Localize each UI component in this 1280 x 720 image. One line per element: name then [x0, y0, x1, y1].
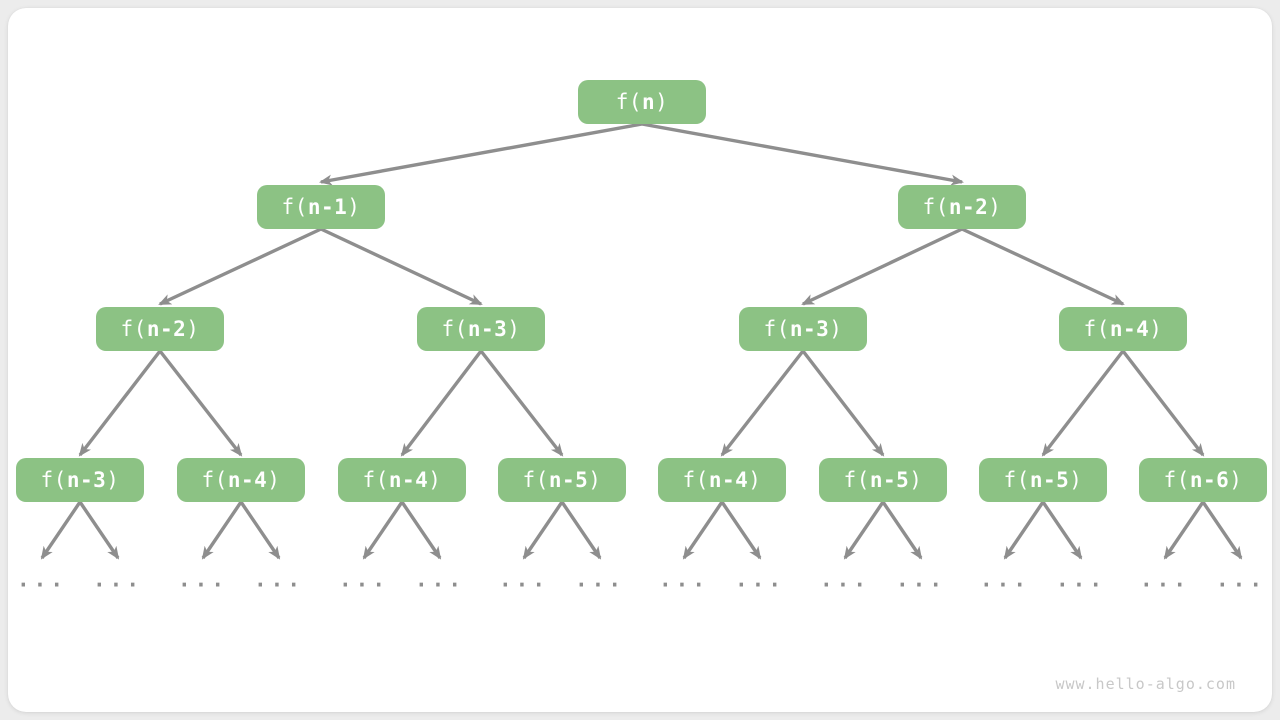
ellipsis-label: ...	[17, 567, 67, 592]
tree-node: f(n-5)	[498, 458, 626, 502]
tree-node-label-suffix: )	[588, 468, 602, 492]
tree-node-label-arg: n-3	[66, 468, 107, 492]
ellipsis-label: ...	[415, 567, 465, 592]
tree-node: f(n-2)	[898, 185, 1026, 229]
tree-node-label-arg: n-5	[869, 468, 910, 492]
tree-node-label-prefix: f(	[281, 195, 308, 219]
tree-node-label-arg: n-3	[789, 317, 830, 341]
ellipsis-label: ...	[896, 567, 946, 592]
tree-node: f(n-2)	[96, 307, 224, 351]
ellipsis-label: ...	[254, 567, 304, 592]
tree-node: f(n-4)	[1059, 307, 1187, 351]
tree-node-label-suffix: )	[655, 90, 669, 114]
tree-node-label-prefix: f(	[1003, 468, 1030, 492]
ellipsis-label: ...	[93, 567, 143, 592]
ellipsis-label: ...	[575, 567, 625, 592]
ellipsis-label: ...	[820, 567, 870, 592]
ellipsis-label: ...	[659, 567, 709, 592]
tree-node-label-suffix: )	[748, 468, 762, 492]
ellipsis-label: ...	[499, 567, 549, 592]
tree-node-label-prefix: f(	[441, 317, 468, 341]
tree-node-label-suffix: )	[988, 195, 1002, 219]
tree-node-label-arg: n-5	[1029, 468, 1070, 492]
tree-node-label-prefix: f(	[40, 468, 67, 492]
tree-node: f(n-4)	[658, 458, 786, 502]
ellipsis-label: ...	[178, 567, 228, 592]
tree-node-label-suffix: )	[1069, 468, 1083, 492]
tree-node-label-suffix: )	[1149, 317, 1163, 341]
tree-node-label-suffix: )	[829, 317, 843, 341]
ellipsis-label: ...	[1140, 567, 1190, 592]
tree-node: f(n-3)	[739, 307, 867, 351]
tree-node-label-arg: n-5	[548, 468, 589, 492]
tree-node: f(n-5)	[819, 458, 947, 502]
tree-node-label-suffix: )	[106, 468, 120, 492]
tree-node-label-suffix: )	[507, 317, 521, 341]
tree-node-label-prefix: f(	[1083, 317, 1110, 341]
tree-node: f(n-1)	[257, 185, 385, 229]
ellipsis-label: ...	[1216, 567, 1266, 592]
tree-node: f(n)	[578, 80, 706, 124]
tree-node-label-prefix: f(	[1163, 468, 1190, 492]
tree-node-label-arg: n-2	[948, 195, 989, 219]
tree-node-label-prefix: f(	[763, 317, 790, 341]
tree-node-label-prefix: f(	[682, 468, 709, 492]
tree-node-label-prefix: f(	[120, 317, 147, 341]
tree-node-label-prefix: f(	[615, 90, 642, 114]
tree-node: f(n-5)	[979, 458, 1107, 502]
tree-node-label-suffix: )	[1229, 468, 1243, 492]
tree-node: f(n-4)	[177, 458, 305, 502]
tree-node-label-suffix: )	[347, 195, 361, 219]
tree-node-label-arg: n-2	[146, 317, 187, 341]
tree-node-label-arg: n-4	[227, 468, 268, 492]
tree-node-label-arg: n-4	[708, 468, 749, 492]
tree-node-label-prefix: f(	[922, 195, 949, 219]
tree-node: f(n-4)	[338, 458, 466, 502]
tree-node: f(n-6)	[1139, 458, 1267, 502]
tree-node-label-arg: n-1	[307, 195, 348, 219]
tree-node-label-prefix: f(	[522, 468, 549, 492]
watermark: www.hello-algo.com	[1055, 675, 1236, 693]
tree-node-label-arg: n-3	[467, 317, 508, 341]
tree-node-label-prefix: f(	[201, 468, 228, 492]
ellipsis-label: ...	[339, 567, 389, 592]
tree-node-label-arg: n	[641, 90, 656, 114]
tree-node-label-arg: n-4	[1109, 317, 1150, 341]
tree-node-label-arg: n-6	[1189, 468, 1230, 492]
tree-node-label-arg: n-4	[388, 468, 429, 492]
tree-node-label-prefix: f(	[362, 468, 389, 492]
tree-node: f(n-3)	[16, 458, 144, 502]
ellipsis-label: ...	[1056, 567, 1106, 592]
tree-node-label-suffix: )	[267, 468, 281, 492]
tree-node-label-prefix: f(	[843, 468, 870, 492]
tree-node: f(n-3)	[417, 307, 545, 351]
ellipsis-label: ...	[980, 567, 1030, 592]
tree-node-label-suffix: )	[428, 468, 442, 492]
ellipsis-label: ...	[735, 567, 785, 592]
tree-node-label-suffix: )	[909, 468, 923, 492]
tree-node-label-suffix: )	[186, 317, 200, 341]
